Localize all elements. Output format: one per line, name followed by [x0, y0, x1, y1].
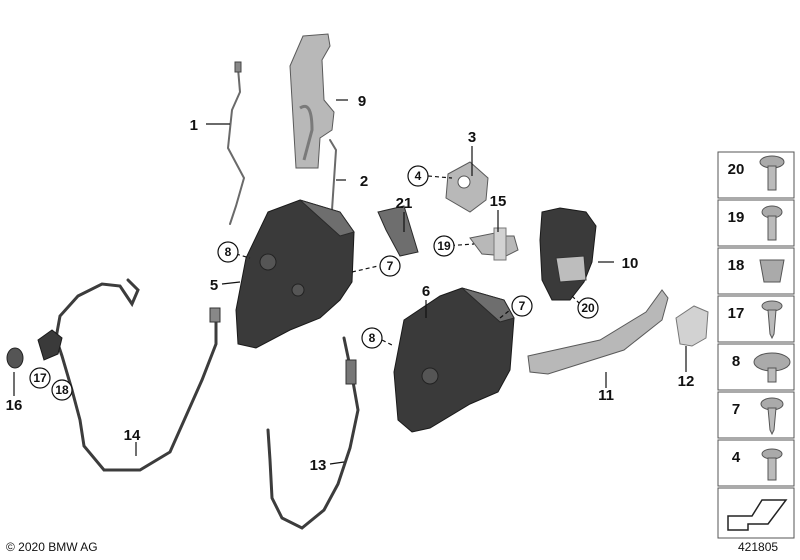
- callout-18: 18: [51, 379, 73, 401]
- circled-callouts: 4 7 7 8 8 17 18 19: [29, 165, 599, 401]
- svg-text:18: 18: [55, 383, 69, 397]
- svg-text:4: 4: [415, 169, 422, 183]
- svg-text:8: 8: [732, 353, 740, 370]
- svg-text:17: 17: [33, 371, 47, 385]
- part-21-plate[interactable]: [377, 205, 419, 257]
- svg-text:7: 7: [519, 299, 526, 313]
- callout-1: 1: [190, 117, 198, 134]
- copyright-notice: © 2020 BMW AG: [6, 540, 98, 554]
- svg-text:19: 19: [728, 209, 745, 226]
- callout-7-b: 7: [511, 295, 533, 317]
- callout-7-a: 7: [379, 255, 401, 277]
- svg-text:8: 8: [225, 245, 232, 259]
- legend-row-8[interactable]: 8: [717, 343, 795, 391]
- callout-2: 2: [360, 173, 368, 190]
- screw-4-icon: [761, 448, 783, 481]
- part-9-bracket[interactable]: [289, 33, 335, 169]
- part-5-door-lock[interactable]: [235, 199, 355, 349]
- diagram-number: 421805: [738, 540, 779, 554]
- callout-21: 21: [396, 195, 413, 212]
- svg-text:8: 8: [369, 331, 376, 345]
- fastener-legend: 20 19 18 17: [717, 151, 795, 539]
- legend-row-4[interactable]: 4: [717, 439, 795, 487]
- screw-7-icon: [760, 397, 784, 436]
- screw-19-icon: [761, 205, 783, 241]
- callout-8-a: 8: [217, 241, 239, 263]
- legend-row-17[interactable]: 17: [717, 295, 795, 343]
- svg-text:20: 20: [581, 301, 595, 315]
- direction-arrow-icon: [727, 499, 788, 531]
- screw-8-icon: [753, 352, 791, 383]
- callout-4: 4: [407, 165, 429, 187]
- callout-15: 15: [490, 193, 507, 210]
- callout-3: 3: [468, 129, 476, 146]
- svg-text:19: 19: [437, 239, 451, 253]
- part-11-door-handle[interactable]: [527, 289, 669, 375]
- svg-text:7: 7: [387, 259, 394, 273]
- callout-labels: 1 2 3 5 6 9 10 11 12 13 14 15 16 21: [6, 93, 695, 474]
- clip-nut-18-icon: [759, 259, 785, 283]
- callout-19: 19: [433, 235, 455, 257]
- svg-text:18: 18: [728, 257, 745, 274]
- callout-20: 20: [577, 297, 599, 319]
- part-10-lock-carrier[interactable]: [539, 207, 597, 301]
- leader-lines: [13, 99, 687, 465]
- callout-10: 10: [622, 255, 639, 272]
- callout-5: 5: [210, 277, 218, 294]
- callout-17: 17: [29, 367, 51, 389]
- callout-16: 16: [6, 397, 23, 414]
- callout-6: 6: [422, 283, 430, 300]
- part-2-rod[interactable]: [329, 139, 338, 211]
- svg-text:17: 17: [728, 305, 745, 322]
- part-6-door-lock[interactable]: [393, 287, 515, 433]
- part-13-cable[interactable]: [266, 336, 360, 530]
- part-14-cable[interactable]: [37, 278, 221, 472]
- legend-row-18[interactable]: 18: [717, 247, 795, 295]
- callout-9: 9: [358, 93, 366, 110]
- callout-12: 12: [678, 373, 695, 390]
- legend-arrow-box: [717, 487, 795, 539]
- part-16-grommet[interactable]: [6, 347, 24, 369]
- part-3-striker[interactable]: [445, 161, 489, 213]
- part-12-cap[interactable]: [675, 305, 709, 347]
- callout-11: 11: [598, 387, 614, 404]
- callout-13: 13: [310, 457, 327, 474]
- svg-text:4: 4: [732, 449, 741, 466]
- part-1-rod[interactable]: [226, 61, 246, 225]
- legend-row-20[interactable]: 20: [717, 151, 795, 199]
- screw-17-icon: [761, 300, 783, 340]
- part-15-bolt[interactable]: [469, 227, 519, 261]
- screw-20-icon: [759, 155, 785, 191]
- callout-8-b: 8: [361, 327, 383, 349]
- callout-14: 14: [124, 427, 141, 444]
- svg-text:7: 7: [732, 401, 740, 418]
- legend-row-7[interactable]: 7: [717, 391, 795, 439]
- svg-text:20: 20: [728, 161, 745, 178]
- legend-row-19[interactable]: 19: [717, 199, 795, 247]
